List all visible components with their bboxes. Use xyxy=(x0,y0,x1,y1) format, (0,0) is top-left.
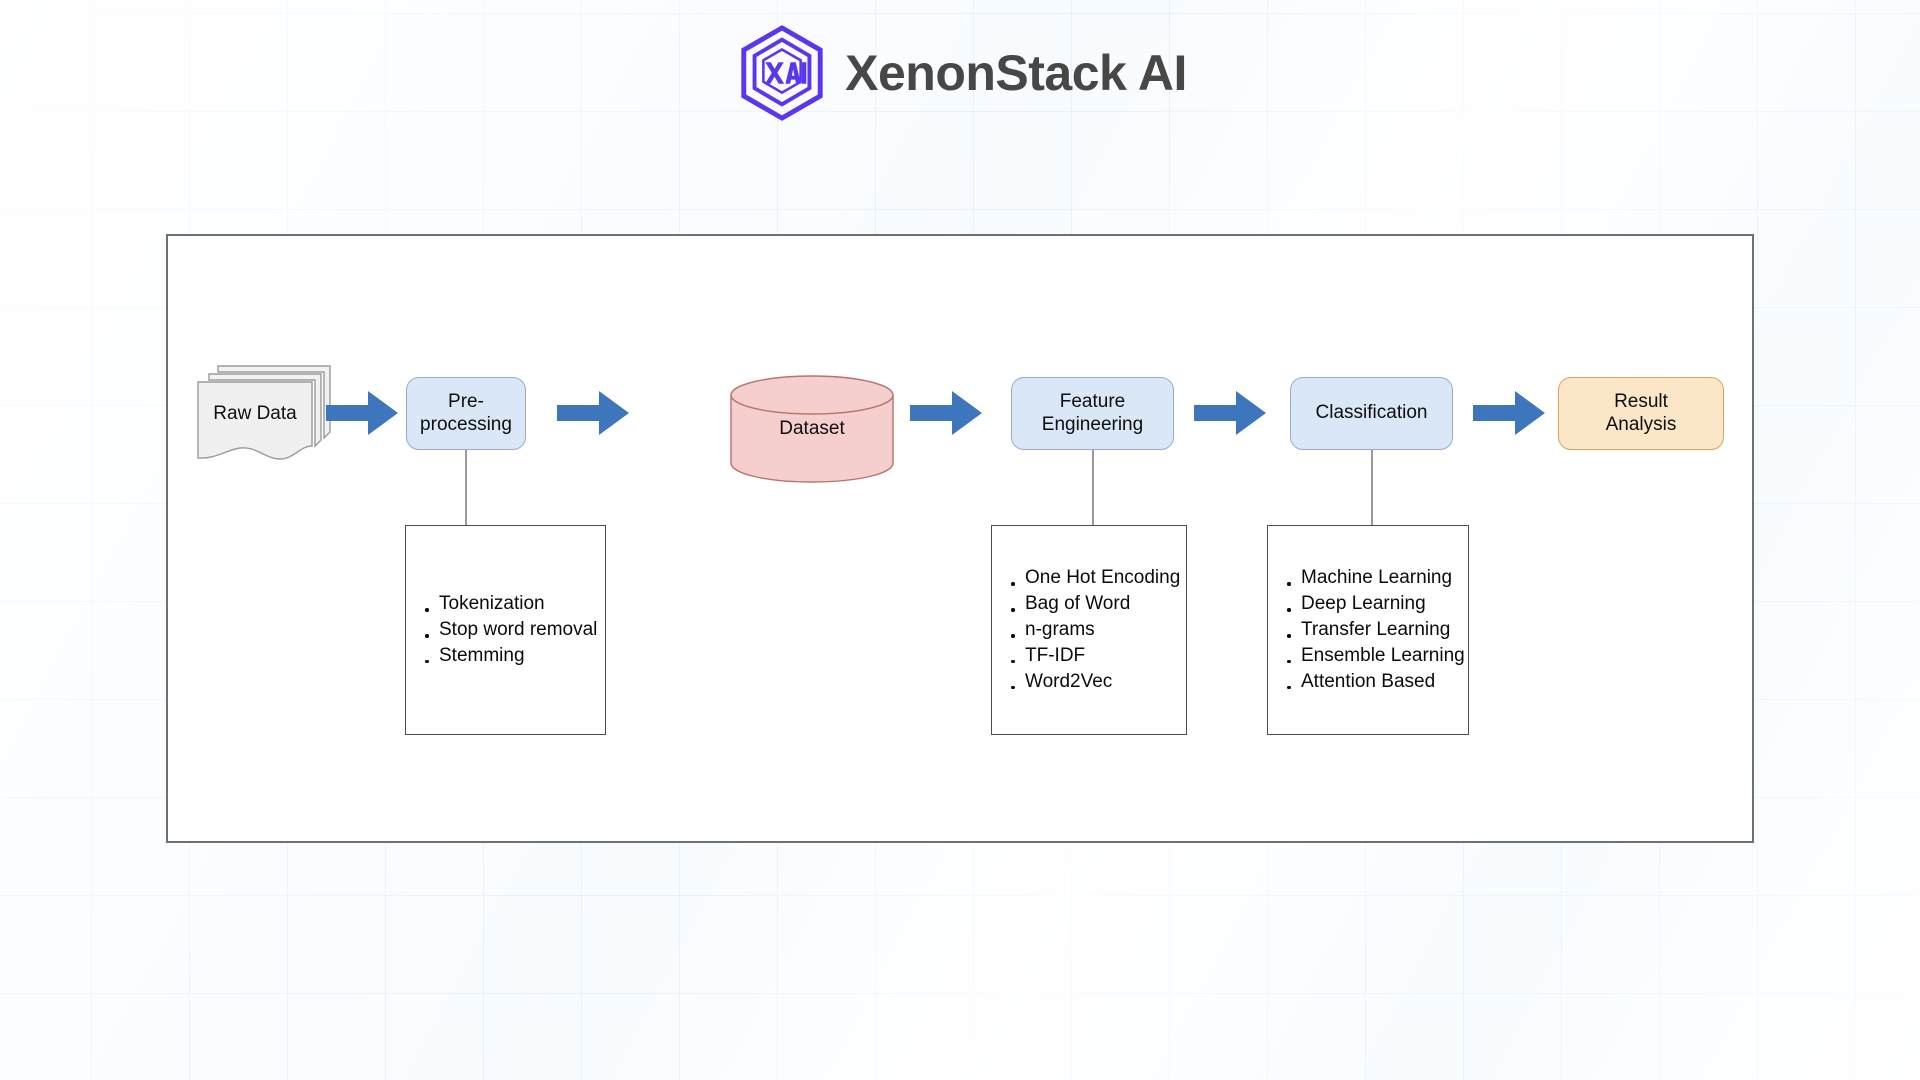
node-result-analysis[interactable]: Result Analysis xyxy=(1558,377,1724,450)
node-pre-processing-label: Pre-processing xyxy=(420,391,512,435)
node-classification-label: Classification xyxy=(1315,402,1428,424)
node-result-analysis-label-line2: Analysis xyxy=(1605,413,1677,435)
document-stack-icon xyxy=(197,365,331,460)
node-feature-engineering[interactable]: Feature Engineering xyxy=(1011,377,1174,450)
brand-name: XenonStack AI xyxy=(845,45,1187,101)
detail-box-classification: Machine Learning Deep Learning Transfer … xyxy=(1267,525,1469,735)
node-raw-data-label: Raw Data xyxy=(213,403,297,424)
node-dataset[interactable]: Dataset xyxy=(729,373,895,485)
connector-classification-to-details xyxy=(1371,450,1373,525)
list-item: TF-IDF xyxy=(1010,643,1186,669)
detail-list-pre-processing: Tokenization Stop word removal Stemming xyxy=(406,591,605,668)
brand-header: XenonStack AI xyxy=(0,18,1920,128)
database-cylinder-icon xyxy=(730,375,894,483)
arrow-feature-engineering-to-classification xyxy=(1194,389,1266,437)
xenonstack-hexagon-xai-logo-icon xyxy=(741,25,823,121)
list-item: Bag of Word xyxy=(1010,591,1186,617)
arrow-pre-processing-to-dataset xyxy=(557,389,629,437)
node-feature-engineering-label-line1: Feature xyxy=(1059,391,1126,413)
arrow-dataset-to-feature-engineering xyxy=(910,389,982,437)
node-feature-engineering-label-line2: Engineering xyxy=(1041,413,1144,435)
list-item: Ensemble Learning xyxy=(1286,643,1468,669)
detail-list-classification: Machine Learning Deep Learning Transfer … xyxy=(1268,565,1468,694)
node-raw-data[interactable]: Raw Data xyxy=(194,362,334,462)
detail-list-feature-engineering: One Hot Encoding Bag of Word n-grams TF-… xyxy=(992,565,1186,694)
arrow-raw-data-to-pre-processing xyxy=(326,389,398,437)
connector-pre-processing-to-details xyxy=(465,450,467,525)
list-item: Stemming xyxy=(424,643,605,669)
list-item: n-grams xyxy=(1010,617,1186,643)
list-item: Tokenization xyxy=(424,591,605,617)
diagram-card: Raw Data Pre-processing Dataset Feature … xyxy=(166,234,1754,843)
node-result-analysis-label-line1: Result xyxy=(1614,391,1668,413)
connector-feature-engineering-to-details xyxy=(1092,450,1094,525)
list-item: Stop word removal xyxy=(424,617,605,643)
detail-box-pre-processing: Tokenization Stop word removal Stemming xyxy=(405,525,606,735)
node-classification[interactable]: Classification xyxy=(1290,377,1453,450)
list-item: Machine Learning xyxy=(1286,565,1468,591)
arrow-classification-to-result-analysis xyxy=(1473,389,1545,437)
list-item: Deep Learning xyxy=(1286,591,1468,617)
node-dataset-label: Dataset xyxy=(779,418,845,439)
list-item: Word2Vec xyxy=(1010,669,1186,695)
list-item: Transfer Learning xyxy=(1286,617,1468,643)
list-item: One Hot Encoding xyxy=(1010,565,1186,591)
detail-box-feature-engineering: One Hot Encoding Bag of Word n-grams TF-… xyxy=(991,525,1187,735)
list-item: Attention Based xyxy=(1286,669,1468,695)
node-pre-processing[interactable]: Pre-processing xyxy=(406,377,526,450)
